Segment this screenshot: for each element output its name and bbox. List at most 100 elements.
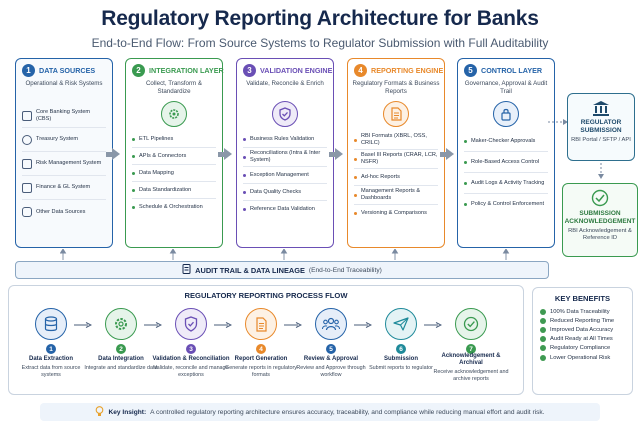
regulator-title: REGULATOR SUBMISSION [580,119,622,134]
list-item: APIs & Connectors [132,148,216,165]
check-circle-icon [455,308,487,340]
step-label: Report Generation [234,356,288,362]
benefit-item: 100% Data Traceability [533,307,632,316]
step-number: 7 [466,344,476,354]
column-number: 1 [22,64,35,77]
step-description: Integrate and standardize data [84,365,158,371]
arrow-icon [424,322,442,328]
list-item: Schedule & Orchestration [132,199,216,216]
list-item: Data Mapping [132,165,216,182]
regulator-subtitle: RBI Portal / SFTP / API [571,137,631,143]
column-title: DATA SOURCES [39,66,96,75]
bank-building-icon [592,100,610,116]
check-icon [540,326,546,333]
step-description: Submit reports to regulator [369,365,433,371]
step-number: 6 [396,344,406,354]
list-item: Treasury System [22,128,106,152]
column-number: 3 [243,64,256,77]
warning-icon [22,158,32,169]
arrow-icon [284,322,302,328]
column-number: 4 [354,64,367,77]
arrow-icon [329,148,343,160]
step-description: Validate, reconcile and manage exception… [153,365,229,378]
key-benefits-panel: KEY BENEFITS 100% Data Traceability Redu… [532,287,633,395]
integration-layer-column: 2 INTEGRATION LAYER Collect, Transform &… [125,58,224,248]
list-item: Other Data Sources [22,200,106,224]
benefits-title: KEY BENEFITS [554,294,611,303]
step-number: 1 [46,344,56,354]
acknowledgement-title: SUBMISSION ACKNOWLEDGEMENT [564,210,636,225]
list-item: Core Banking System (CBS) [22,104,106,128]
list-item: Management Reports & Dashboards [354,186,438,205]
column-title: REPORTING ENGINE [371,66,444,75]
list-item: Data Standardization [132,182,216,199]
step-label: Data Integration [98,356,144,362]
step-label: Data Extraction [28,356,73,362]
step-label: Acknowledgement & Archival [441,353,501,366]
check-circle-icon [591,189,609,207]
step-description: Generate reports in regulatory formats [225,365,297,378]
reporting-engine-column: 4 REPORTING ENGINE Regulatory Formats & … [347,58,445,248]
step-description: Receive acknowledgement and archive repo… [433,369,509,382]
arrow-icon [106,148,120,160]
acknowledgement-box: SUBMISSION ACKNOWLEDGEMENT RBI Acknowled… [562,183,638,257]
check-icon [540,308,546,315]
insight-text: A controlled regulatory reporting archit… [150,408,545,416]
key-insight-bar: Key Insight: A controlled regulatory rep… [40,403,600,421]
list-item: Reference Data Validation [243,201,327,218]
check-icon [540,317,546,324]
dashed-arrow-icon [548,119,568,125]
validation-engine-column: 3 VALIDATION ENGINE Validate, Reconcile … [236,58,334,248]
step-description: Extract data from source systems [21,365,81,378]
benefit-item: Regulatory Compliance [533,344,632,353]
lineage-arrows [60,249,510,260]
arrow-icon [74,322,92,328]
step-label: Validation & Reconciliation [152,356,230,362]
arrow-icon [218,148,232,160]
bank-icon [22,110,32,121]
data-sources-column: 1 DATA SOURCES Operational & Risk System… [15,58,113,248]
list-item: RBI Formats (XBRL, OSS, CRILC) [354,131,438,150]
list-item: ETL Pipelines [132,131,216,148]
check-icon [540,354,546,361]
gear-icon [105,308,137,340]
list-item: Versioning & Comparisons [354,205,438,222]
step-number: 3 [186,344,196,354]
check-icon [540,345,546,352]
page-title: Regulatory Reporting Architecture for Ba… [101,7,539,30]
arrow-icon [440,148,454,160]
column-title: VALIDATION ENGINE [260,66,333,75]
audit-trail-bar: AUDIT TRAIL & DATA LINEAGE (End-to-End T… [15,261,549,279]
page-subtitle: End-to-End Flow: From Source Systems to … [91,36,549,50]
down-arrow-icon [598,163,604,179]
lock-icon [493,101,519,127]
flow-title: REGULATORY REPORTING PROCESS FLOW [184,291,348,300]
benefit-item: Improved Data Accuracy [533,325,632,334]
database-icon [22,207,32,217]
process-flow-panel: REGULATORY REPORTING PROCESS FLOW 1 2 3 … [8,285,524,395]
benefit-item: Lower Operational Risk [533,353,632,362]
step-number: 2 [116,344,126,354]
acknowledgement-subtitle: RBI Acknowledgement & Reference ID [568,228,632,241]
list-item: Business Rules Validation [243,131,327,148]
shield-check-icon [272,101,298,127]
audit-subtitle: (End-to-End Traceability) [308,266,382,274]
arrow-icon [214,322,232,328]
shield-check-icon [175,308,207,340]
column-subtitle: Collect, Transform & Standardize [145,80,203,95]
benefit-item: Audit Ready at All Times [533,335,632,344]
list-item: Role-Based Access Control [464,152,548,173]
column-number: 2 [132,64,145,77]
list-item: Exception Management [243,167,327,184]
list-item: Ad-hoc Reports [354,169,438,186]
column-subtitle: Governance, Approval & Audit Trail [464,80,548,95]
column-subtitle: Operational & Risk Systems [25,80,103,87]
users-icon [315,308,347,340]
list-item: Risk Management System [22,152,106,176]
list-item: Policy & Control Enforcement [464,194,548,215]
column-subtitle: Regulatory Formats & Business Reports [352,80,440,95]
step-description: Review and Approve through workflow [296,365,366,378]
step-number: 4 [256,344,266,354]
step-label: Review & Approval [303,356,359,362]
document-icon [182,261,191,279]
